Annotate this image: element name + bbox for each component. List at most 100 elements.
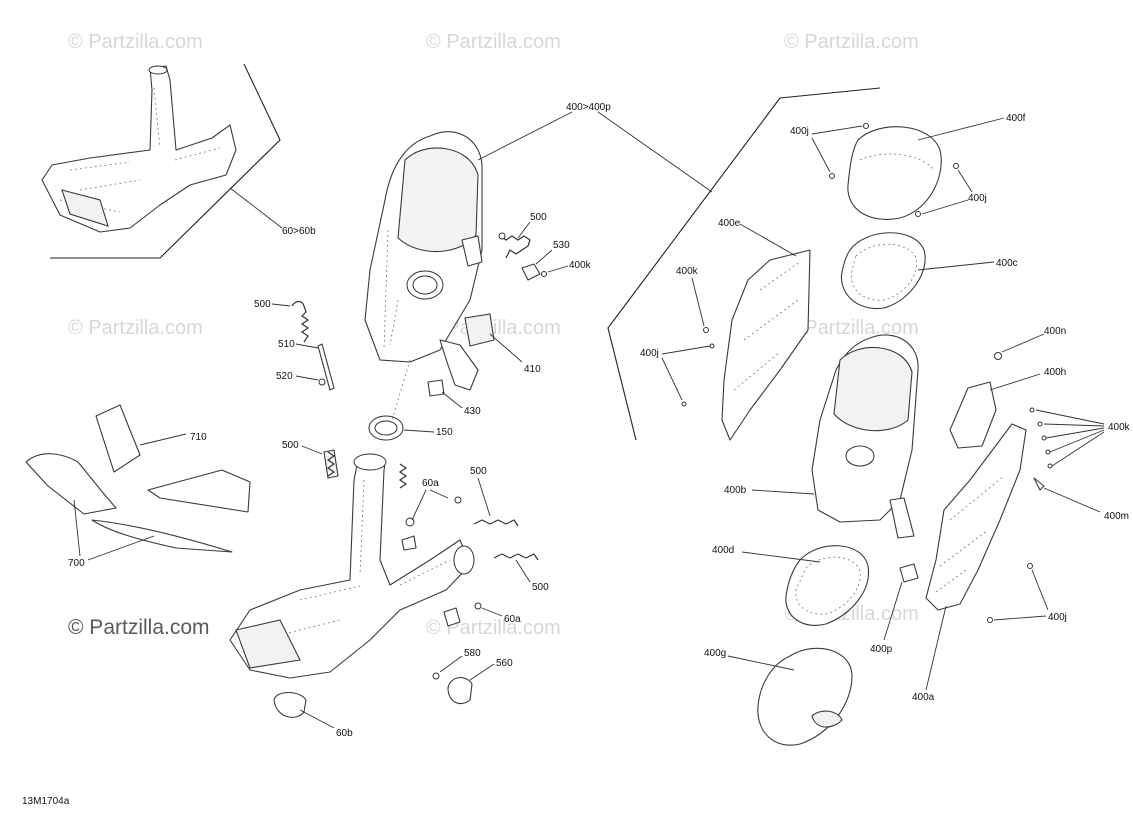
callout-500: 500	[470, 466, 487, 477]
end-cap-400f	[847, 126, 942, 220]
screw-400j	[987, 617, 993, 623]
leader-line	[597, 111, 713, 193]
spring-500	[473, 519, 519, 527]
gasket-150-inner	[374, 420, 398, 436]
callout-400h: 400h	[1044, 367, 1066, 378]
side-cover-400a-detail	[935, 475, 1005, 593]
bracket-430	[427, 379, 445, 397]
leader-line	[1049, 429, 1105, 453]
spring-500	[499, 235, 531, 259]
callout-400k: 400k	[676, 266, 699, 277]
leader-line	[1001, 333, 1045, 353]
screw-400j	[1027, 563, 1033, 569]
callout-150: 150	[436, 427, 453, 438]
watermark-text: © Partzilla.com	[784, 317, 919, 339]
end-cap-400f-detail	[859, 153, 935, 171]
leader-line	[1031, 569, 1049, 611]
shield-710-b	[147, 469, 251, 513]
callout-400k: 400k	[1108, 422, 1131, 433]
callout-400b: 400b	[724, 485, 747, 496]
right-frame	[607, 87, 881, 441]
callout-60a: 60a	[422, 478, 439, 489]
leader-line	[925, 605, 947, 691]
leader-line	[917, 117, 1005, 141]
screw-400k	[1047, 463, 1053, 469]
callout-400c: 400c	[996, 258, 1018, 269]
leader-line	[477, 477, 491, 517]
callout-400m: 400m	[1104, 511, 1129, 522]
inset-frame	[50, 63, 281, 259]
header-pipe-lower-flange	[235, 619, 301, 669]
header-pipe-lower-inlet	[353, 453, 387, 471]
assembly-axis	[391, 359, 411, 421]
screw-400j	[863, 123, 869, 129]
callout-400n: 400n	[1044, 326, 1066, 337]
leader-line	[411, 489, 427, 521]
leader-line	[517, 221, 531, 239]
end-cap-400g	[757, 647, 853, 746]
leader-line	[301, 445, 323, 455]
leader-line	[469, 663, 495, 681]
right-frame-line	[779, 87, 881, 99]
nut-60a-lower	[443, 607, 461, 627]
watermark-text: © Partzilla.com	[426, 317, 561, 339]
callout-500: 500	[254, 299, 271, 310]
header-pipe-inlet	[148, 65, 168, 75]
leader-line	[1045, 427, 1105, 439]
header-pipe-body	[41, 65, 237, 233]
gasket-400d-inner	[795, 556, 861, 615]
leader-line	[1043, 487, 1101, 513]
leader-line	[1043, 423, 1105, 427]
screw-400k	[703, 327, 709, 333]
screw-400j	[953, 163, 959, 169]
callout-400e: 400e	[718, 218, 741, 229]
washer-60a-lower	[474, 602, 482, 610]
callout-500: 500	[530, 212, 547, 223]
end-cap-400g-cutout	[811, 710, 843, 728]
muffler-end-cap	[397, 147, 479, 253]
leader-line	[917, 261, 995, 271]
grommet-400n	[994, 352, 1002, 360]
drawing-reference: 13M1704a	[22, 796, 70, 807]
clamp-60b	[273, 691, 307, 718]
screw-400j	[681, 401, 687, 407]
lower-header-pipe: 500 60a 500 500 60a 580 560 60b	[229, 440, 549, 739]
leader-line	[751, 489, 815, 495]
leader-line	[547, 265, 569, 273]
leader-line	[295, 375, 319, 381]
callout-500: 500	[282, 440, 299, 451]
side-cover-400e-detail	[733, 261, 801, 391]
callout-400j: 400j	[1048, 612, 1067, 623]
leader-line	[295, 343, 319, 349]
watermark-text: © Partzilla.com	[68, 616, 210, 639]
screw-400j	[709, 343, 715, 349]
left-spring-group: 500 510 520	[254, 299, 335, 391]
leader-line	[811, 137, 831, 173]
leader-line	[439, 655, 463, 673]
shield-710-a	[95, 404, 141, 473]
callout-400p: 400p	[870, 644, 893, 655]
screw-580	[432, 672, 440, 680]
leader-line	[515, 559, 531, 583]
damper-410	[464, 313, 495, 347]
callout-400j: 400j	[968, 193, 987, 204]
callout-400a: 400a	[912, 692, 935, 703]
leader-line	[883, 581, 903, 641]
spring-500	[326, 451, 336, 477]
bracket-400h	[949, 381, 997, 449]
callout-60b: 60b	[336, 728, 353, 739]
leader-line	[229, 187, 283, 229]
center-hardware: 500 530 400k 410 430 150	[368, 212, 592, 441]
callout-410: 410	[524, 364, 541, 375]
leader-line	[429, 489, 449, 499]
right-frame-line	[607, 97, 781, 441]
screw-400k	[1045, 449, 1051, 455]
leader-line	[811, 125, 863, 135]
header-pipe-flange	[61, 189, 109, 227]
callout-400k: 400k	[569, 260, 592, 271]
pad-400p	[899, 563, 919, 583]
leader-line	[993, 615, 1047, 621]
leader-line	[989, 373, 1041, 391]
shield-700-b	[91, 519, 233, 553]
